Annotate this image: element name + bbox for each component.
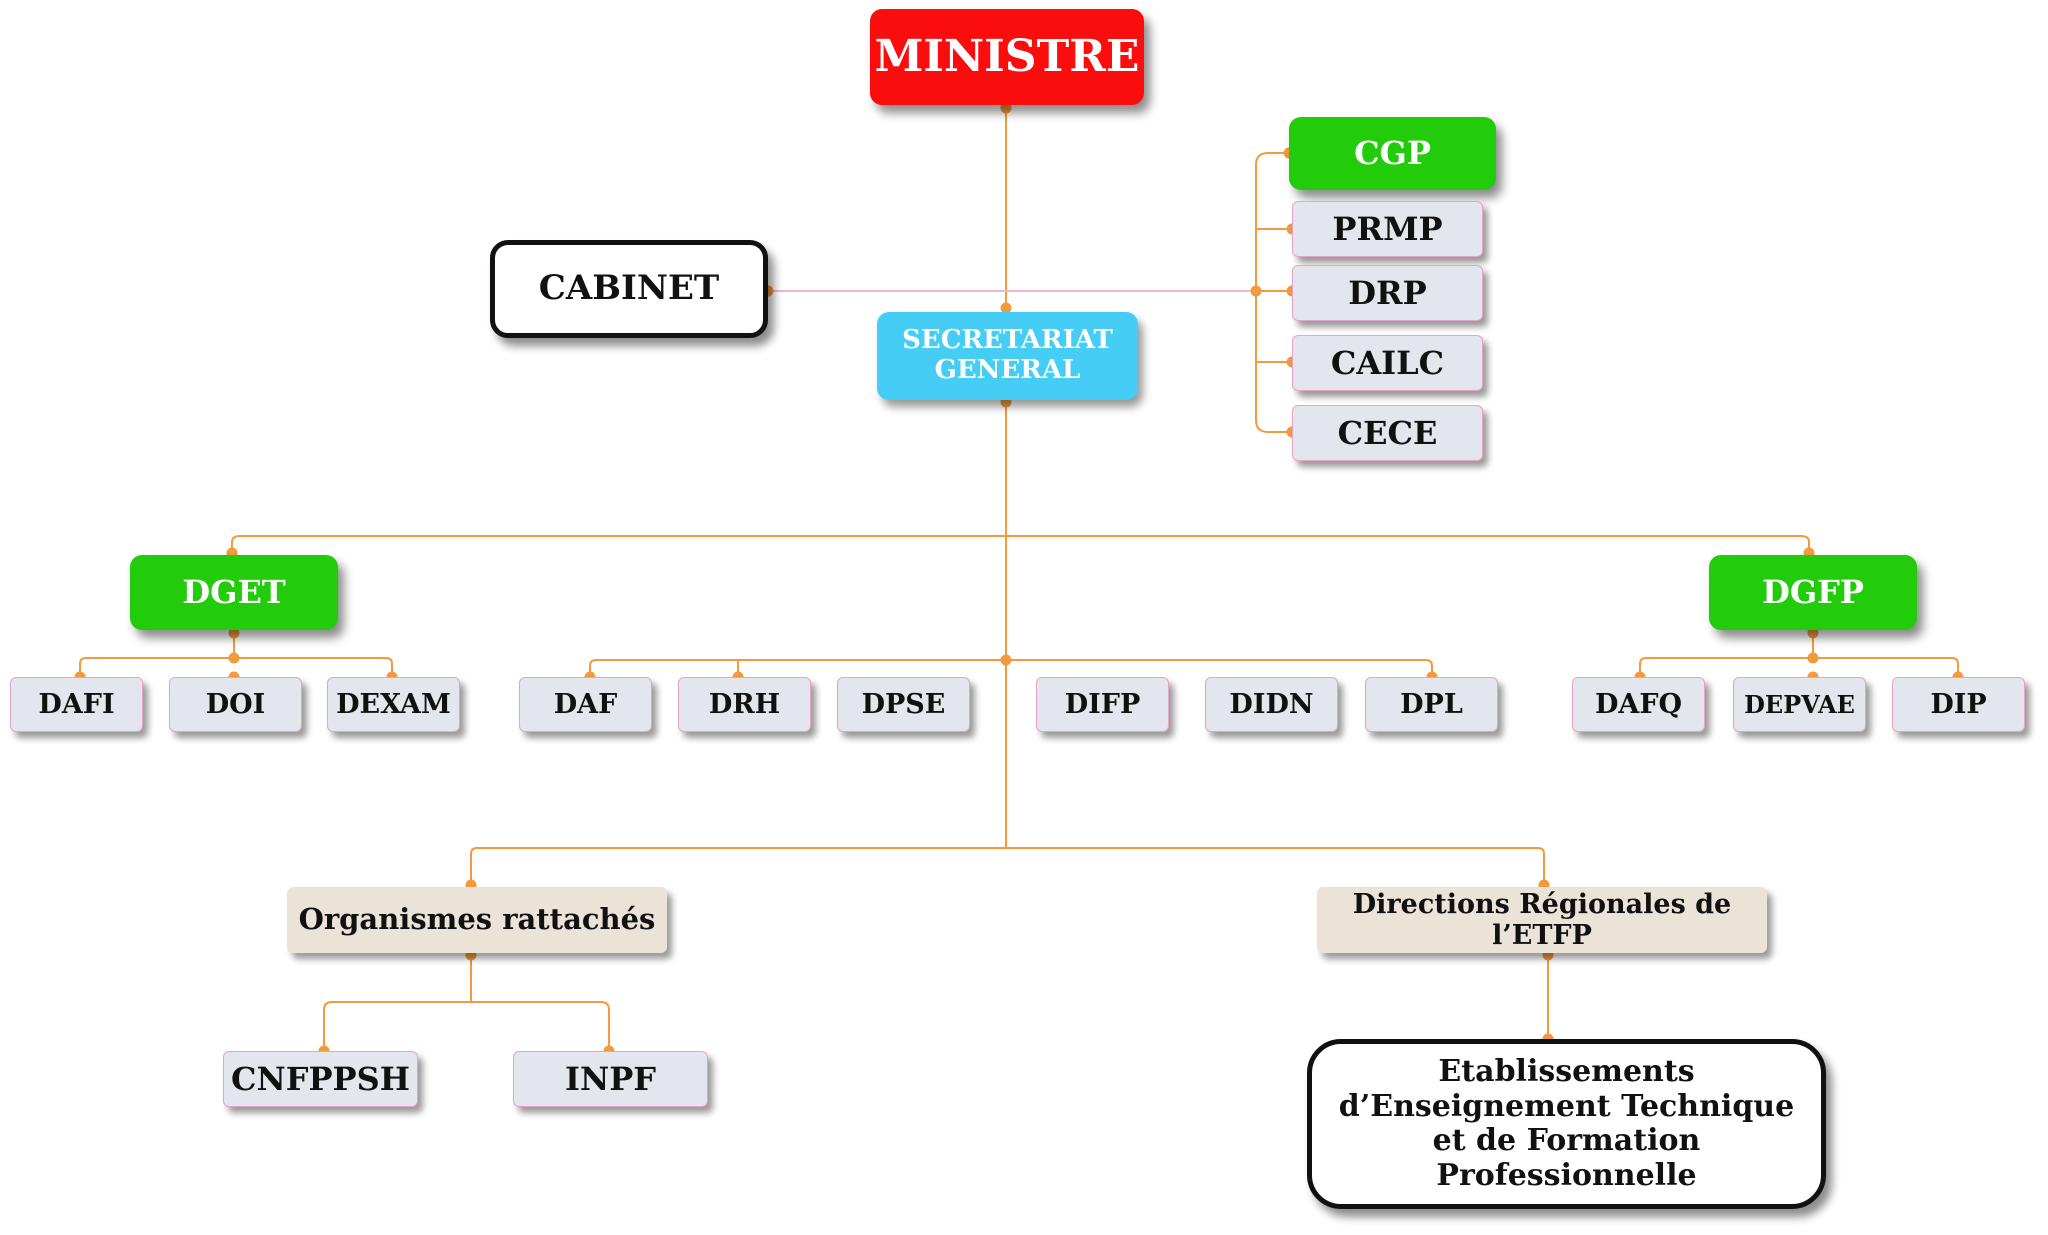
cece-node[interactable]: CECE (1292, 405, 1483, 461)
dgfp-node[interactable]: DGFP (1709, 555, 1917, 630)
dpse-node[interactable]: DPSE (837, 677, 970, 732)
junction-dot (1000, 102, 1012, 114)
dafq-node[interactable]: DAFQ (1572, 677, 1705, 732)
dpl-node[interactable]: DPL (1365, 677, 1498, 732)
dgfp-children-line (1639, 657, 1959, 677)
cgp-bracket-line (1255, 152, 1292, 433)
cailc-node[interactable]: CAILC (1292, 335, 1483, 391)
cgp-node[interactable]: CGP (1289, 117, 1496, 190)
dafi-node[interactable]: DAFI (10, 677, 143, 732)
dget-node[interactable]: DGET (130, 555, 338, 630)
junction-dot (228, 627, 240, 639)
cabinet-node[interactable]: CABINET (490, 240, 768, 338)
doi-node[interactable]: DOI (169, 677, 302, 732)
prmp-node[interactable]: PRMP (1292, 201, 1483, 257)
secretariat-general-node[interactable]: SECRETARIAT GENERAL (877, 312, 1138, 400)
junction-dot (228, 652, 240, 664)
bottom-branch-line (470, 847, 1545, 885)
organismes-children-line (323, 1001, 610, 1051)
etablissements-node[interactable]: Etablissements d’Enseignement Technique … (1307, 1039, 1826, 1209)
drp-node[interactable]: DRP (1292, 265, 1483, 321)
depvae-node[interactable]: DEPVAE (1733, 677, 1866, 732)
junction-dot (1807, 652, 1819, 664)
inpf-node[interactable]: INPF (513, 1051, 708, 1107)
junction-dot (1000, 654, 1012, 666)
junction-dot (1000, 302, 1012, 314)
dg-branch-line (231, 535, 1810, 553)
directions-regionales-node[interactable]: Directions Régionales de l’ETFP (1317, 887, 1767, 953)
dexam-node[interactable]: DEXAM (327, 677, 460, 732)
organismes-rattaches-node[interactable]: Organismes rattachés (287, 887, 667, 953)
services-branch-line (589, 659, 1433, 677)
difp-node[interactable]: DIFP (1036, 677, 1169, 732)
drh-node[interactable]: DRH (678, 677, 811, 732)
daf-node[interactable]: DAF (519, 677, 652, 732)
ministre-node[interactable]: MINISTRE (870, 9, 1144, 105)
cnfppsh-node[interactable]: CNFPPSH (223, 1051, 418, 1107)
didn-node[interactable]: DIDN (1205, 677, 1338, 732)
dip-node[interactable]: DIP (1892, 677, 2025, 732)
junction-dot (1807, 627, 1819, 639)
